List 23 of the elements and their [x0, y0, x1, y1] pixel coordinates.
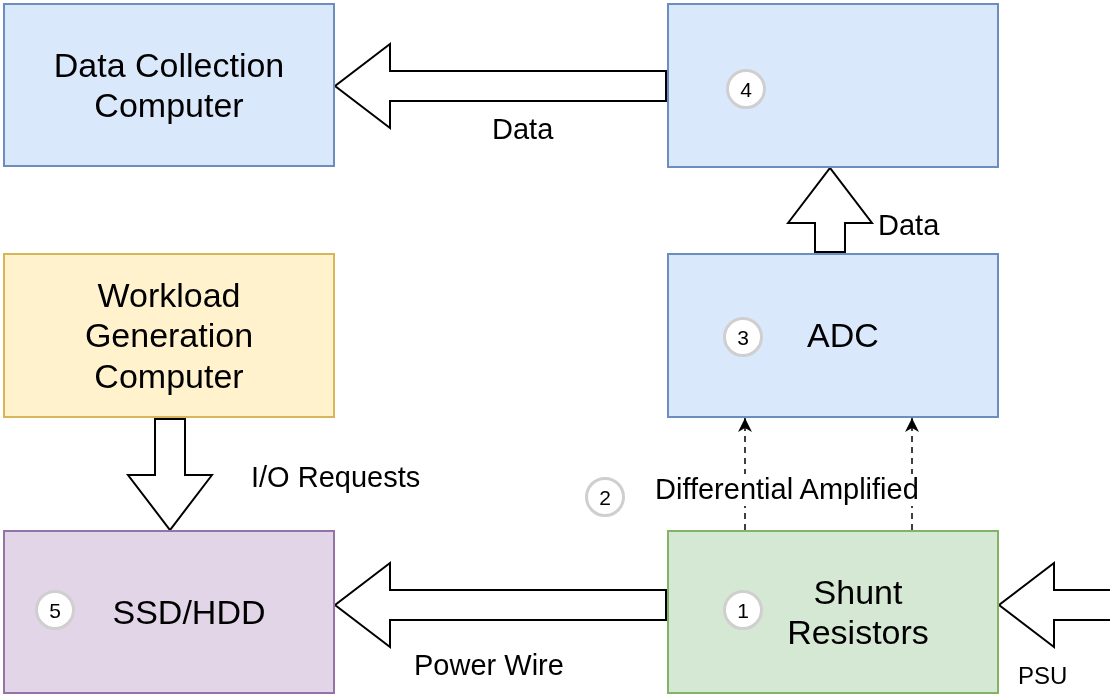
step-number-circle: [723, 317, 763, 357]
step-number-circle: [585, 477, 625, 517]
step-number: 5: [49, 599, 61, 621]
process-box: [667, 253, 999, 418]
step-number: 2: [599, 486, 611, 508]
annotation-label: Differential Amplified: [655, 474, 919, 506]
process-box: [3, 3, 335, 167]
node-label: Shunt Resistors: [786, 571, 930, 653]
step-number-circle: [35, 590, 75, 630]
step-number-circle: [723, 590, 763, 630]
node-label: Data Collection Computer: [52, 44, 286, 126]
step-number-circle: [726, 69, 766, 109]
node-label: ADC: [807, 315, 879, 356]
process-box: [3, 530, 335, 694]
process-box: [667, 530, 999, 694]
process-box: [3, 253, 335, 418]
node-label: SSD/HDD: [112, 591, 266, 633]
node-label: Workload Generation Computer: [83, 275, 255, 396]
step-number: 4: [740, 78, 752, 100]
step-number: 3: [737, 326, 749, 348]
empty-box: [667, 3, 999, 168]
edge-label: I/O Requests: [251, 462, 421, 494]
step-number: 1: [737, 599, 749, 621]
